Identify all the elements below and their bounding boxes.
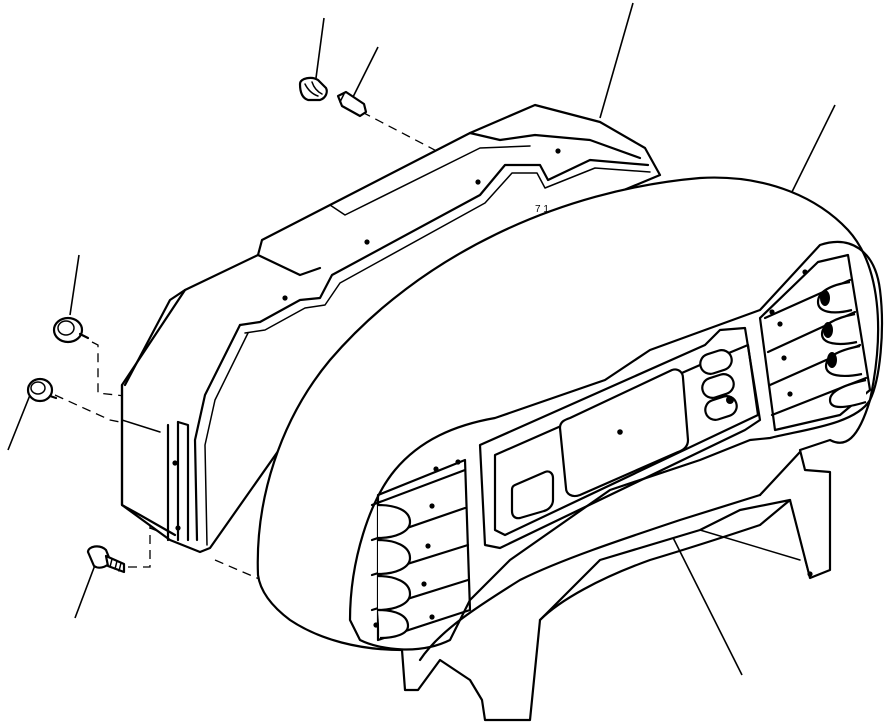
leader-left-grommet-lower <box>7 394 31 451</box>
lcd-display <box>558 368 690 498</box>
flange-hole <box>555 148 561 154</box>
switch-button <box>377 503 412 540</box>
leader-left-grommet-upper <box>69 254 80 316</box>
top-pin <box>336 90 368 118</box>
leader-lines <box>7 2 836 676</box>
leader-top-nut <box>315 17 325 79</box>
flange-hole <box>282 295 288 301</box>
right-switch-cluster <box>758 253 872 432</box>
grommet-upper <box>52 316 90 344</box>
center-display-panel <box>478 326 762 550</box>
left-switch-cluster <box>370 458 472 642</box>
leader-right <box>787 104 836 201</box>
top-nut <box>298 76 328 102</box>
leader-bolt <box>74 564 96 619</box>
bracket-hole <box>175 525 181 531</box>
display-button <box>701 373 735 399</box>
mounting-bolt <box>86 545 126 574</box>
bracket-hole <box>172 460 178 466</box>
switch-button <box>377 608 410 640</box>
grommet-lower <box>26 377 58 403</box>
switch-button <box>824 344 863 377</box>
flange-hole <box>364 239 370 245</box>
part-mark: 7 1 <box>535 204 549 215</box>
indicator-window <box>510 470 555 520</box>
leader-top-right <box>599 2 634 119</box>
switch-button <box>377 538 412 576</box>
display-center-point <box>617 429 623 435</box>
leader-top-pin <box>352 46 379 98</box>
flange-hole <box>475 179 481 185</box>
switch-button <box>377 574 412 612</box>
switch-button <box>828 378 867 409</box>
display-button <box>699 349 733 375</box>
front-cover <box>256 176 884 722</box>
